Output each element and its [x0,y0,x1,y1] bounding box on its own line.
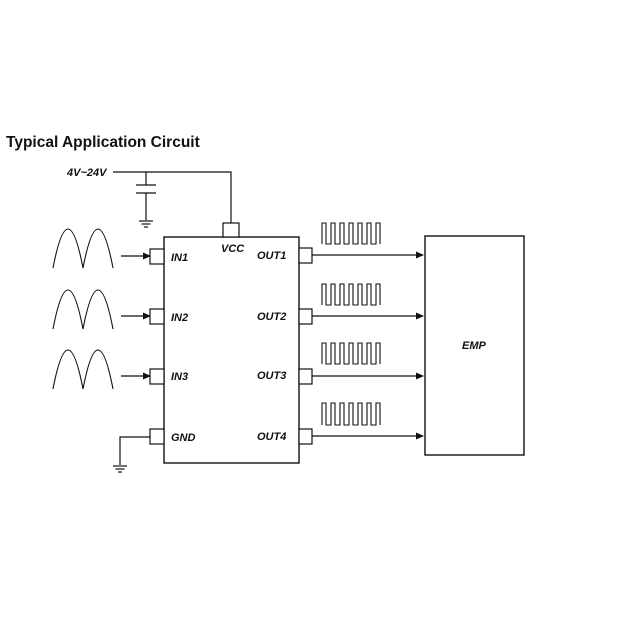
in1-pin-label: IN1 [171,252,188,264]
input-channel-2: IN2 [52,289,188,330]
pulse-train-icon [321,222,381,245]
in3-pin [149,368,165,385]
vcc-pin-label: VCC [221,243,245,255]
emp-load-block [424,235,525,456]
gnd-connection: GND [113,428,196,473]
out4-pin-label: OUT4 [257,431,286,443]
capacitor-icon [136,172,156,220]
output-channel-3: OUT3 [257,342,424,385]
diagram-title: Typical Application Circuit [6,134,200,151]
emp-label: EMP [462,340,487,352]
supply-voltage-label: 4V~24V [66,167,108,179]
output-channel-4: OUT4 [257,402,424,445]
out2-pin-label: OUT2 [257,311,286,323]
input-channel-1: IN1 [52,228,188,269]
pulse-train-icon [321,283,381,306]
in3-pin-label: IN3 [171,371,188,383]
in2-pin [149,308,165,325]
gnd-pin-label: GND [171,432,196,444]
half-sine-wave-icon [52,349,114,390]
in1-pin [149,248,165,265]
vcc-pin [222,222,240,238]
in2-pin-label: IN2 [171,312,188,324]
gnd-wire [119,436,150,465]
out2-pin [298,308,313,325]
gnd-pin [149,428,165,445]
out3-pin-label: OUT3 [257,370,286,382]
driver-ic [163,236,300,464]
out1-pin [298,247,313,264]
half-sine-wave-icon [52,228,114,269]
supply-wire [113,171,232,223]
output-channel-1: OUT1 [257,222,424,264]
ground-icon [113,465,127,473]
output-channel-2: OUT2 [257,283,424,325]
out4-pin [298,428,313,445]
out1-pin-label: OUT1 [257,250,286,262]
half-sine-wave-icon [52,289,114,330]
out3-pin [298,368,313,385]
pulse-train-icon [321,402,381,426]
input-channel-3: IN3 [52,349,188,390]
pulse-train-icon [321,342,381,365]
ground-icon [139,220,153,228]
